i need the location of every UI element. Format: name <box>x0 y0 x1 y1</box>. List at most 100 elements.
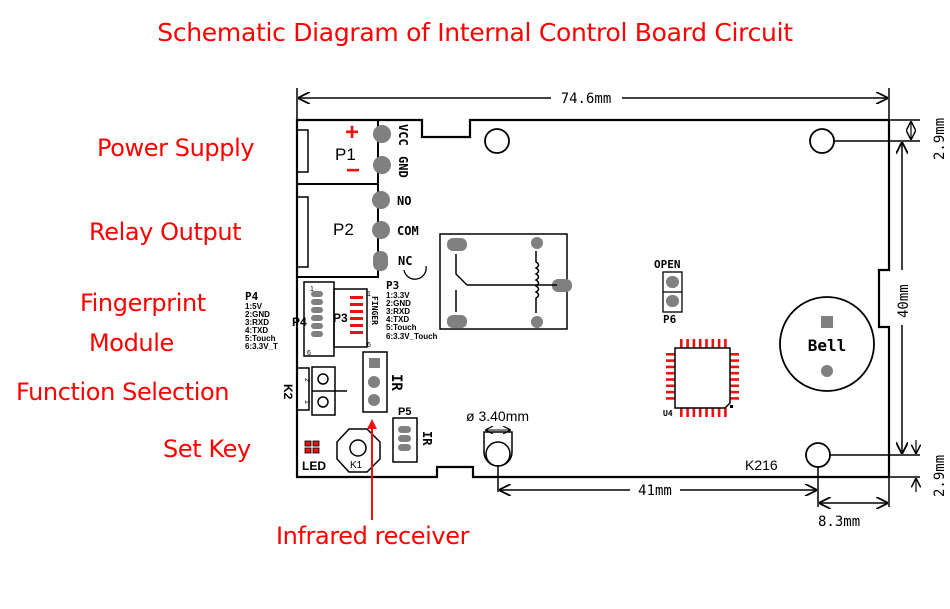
u4-pin <box>724 339 727 348</box>
p2-latch <box>296 196 309 268</box>
callout-fingerprint-line2: Module <box>89 329 174 357</box>
ir-pad-3 <box>368 394 380 406</box>
p4-pin-last: 6 <box>307 350 311 357</box>
p3-pin-6: 6:3.3V_Touch <box>386 332 438 341</box>
callout-power-supply: Power Supply <box>97 134 255 162</box>
p2-label: P2 <box>333 220 354 239</box>
callout-infrared-receiver: Infrared receiver <box>276 522 470 550</box>
relay-coil <box>534 251 540 313</box>
mount-hole-top-right <box>809 128 835 154</box>
u4-pin <box>730 359 739 362</box>
p3-pin-3: 3:RXD <box>386 307 410 316</box>
bottom-margin-label: 2.9mm <box>932 455 948 497</box>
relay-pad-1 <box>447 238 467 251</box>
u4-pin <box>666 371 675 375</box>
relay-pad-4 <box>531 316 543 328</box>
ir-header-label: IR <box>388 374 404 391</box>
relay-pad-5 <box>552 279 572 292</box>
p4-pads <box>311 291 323 337</box>
p3-finger-label: FINGER <box>370 296 379 325</box>
u4-pin <box>698 408 702 417</box>
p4-title: P4 <box>245 290 259 303</box>
k2-pin-1 <box>317 396 329 408</box>
p4-pin-3: 3:RXD <box>245 318 269 327</box>
p3-pin-4: 4:TXD <box>386 315 409 324</box>
u4-chip <box>666 339 739 417</box>
right-offset-label: 8.3mm <box>818 514 860 530</box>
p2-pad-nc <box>373 251 388 271</box>
u4-pin <box>711 408 715 417</box>
diagram-title: Schematic Diagram of Internal Control Bo… <box>157 18 793 47</box>
p2-no-label: NO <box>397 194 411 208</box>
u4-pin <box>680 408 683 417</box>
p1-latch <box>296 129 309 173</box>
p3-title: P3 <box>386 279 399 292</box>
p4-pin-first: 1 <box>310 286 314 293</box>
p2-pad-com <box>372 221 390 239</box>
ir-pad-1 <box>369 358 380 368</box>
mount-hole-top-left <box>484 128 510 154</box>
p4-pin-6: 6:3.3V_T <box>245 342 278 351</box>
u4-pin <box>730 365 739 369</box>
u4-pin <box>730 397 739 400</box>
p3-pin-1: 1:3.3V <box>386 291 410 300</box>
k2-label: K2 <box>281 384 295 400</box>
u4-pin <box>730 371 739 375</box>
u4-pin <box>730 390 739 394</box>
led-label: LED <box>302 459 326 473</box>
led-pads <box>304 440 320 454</box>
p5-ir-label: IR <box>420 431 434 446</box>
u4-pin <box>698 339 702 348</box>
u4-pin <box>717 408 721 417</box>
width-dim-label: 74.6mm <box>561 91 612 107</box>
u4-pin <box>692 408 696 417</box>
u4-pin <box>666 359 675 362</box>
relay-pad-3 <box>531 237 543 249</box>
p3-board-label: P3 <box>333 311 348 325</box>
bell-buzzer <box>779 296 875 392</box>
p1-label: P1 <box>335 145 356 164</box>
p6-open-label: OPEN <box>654 258 681 271</box>
bell-label: Bell <box>808 336 847 355</box>
model-label: K216 <box>745 457 778 473</box>
mount-hole-bottom-right <box>805 442 831 468</box>
u4-label: U4 <box>663 409 673 418</box>
p4-pin-1: 1:5V <box>245 302 263 311</box>
u4-pin <box>666 384 675 388</box>
k2-pin-2 <box>317 373 329 385</box>
p1-pad-gnd <box>373 156 391 174</box>
u4-pin <box>666 390 675 394</box>
u4-pin <box>692 339 696 348</box>
p3-smd-pads <box>350 296 363 334</box>
p3-pin-last: 6 <box>367 342 371 349</box>
p1-vcc-label: VCC <box>396 124 410 146</box>
k2-pin-2-label: 2 <box>303 378 310 382</box>
height-dim-label: 40mm <box>896 284 912 318</box>
u4-pin <box>717 339 721 348</box>
u4-pin <box>730 384 739 388</box>
p4-pin-2: 2:GND <box>245 310 270 319</box>
u4-pin <box>724 408 727 417</box>
p2-pad-no <box>372 191 390 209</box>
p4-board-label: P4 <box>292 315 307 329</box>
callout-relay-output: Relay Output <box>89 218 242 246</box>
u4-pin <box>666 365 675 369</box>
u4-pin <box>680 339 683 348</box>
u4-pin <box>666 353 675 356</box>
u4-pin <box>730 378 739 381</box>
p5-label: P5 <box>398 406 411 418</box>
p1-minus: − <box>346 157 360 184</box>
k1-button <box>349 439 367 457</box>
u4-pin <box>705 339 708 348</box>
board-outline <box>295 118 891 479</box>
u4-pin <box>666 397 675 400</box>
u4-pin <box>686 408 689 417</box>
p4-pin-4: 4:TXD <box>245 326 268 335</box>
bell-pad-round <box>821 365 833 377</box>
p6-label: P6 <box>663 313 677 326</box>
p1-pad-vcc <box>373 125 391 143</box>
p3-pin-2: 2:GND <box>386 299 411 308</box>
ir-header <box>362 351 388 413</box>
p1-plus: + <box>345 119 359 146</box>
